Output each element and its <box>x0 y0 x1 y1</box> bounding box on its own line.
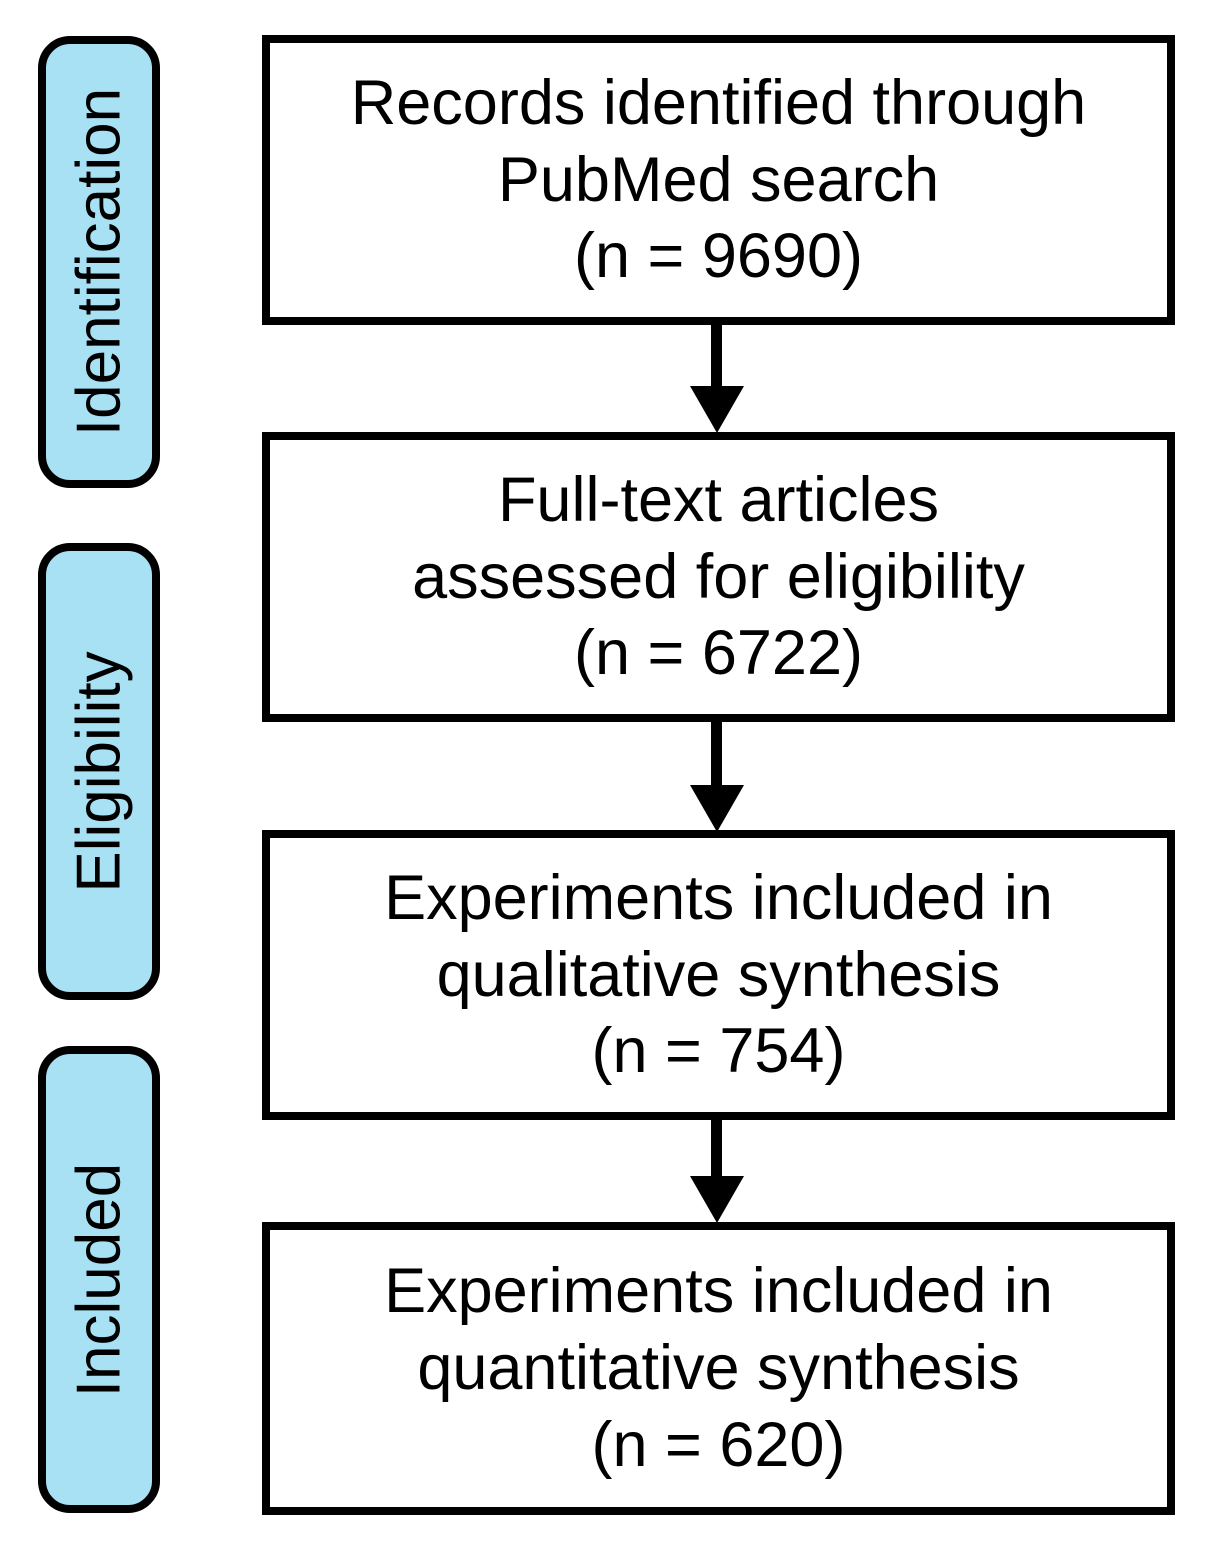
down-arrow-1-stem <box>711 323 722 389</box>
box-quantitative-synthesis-line-2: quantitative synthesis <box>417 1333 1020 1404</box>
down-arrow-2-icon <box>690 785 744 832</box>
box-records-identified: Records identified through PubMed search… <box>262 35 1175 325</box>
down-arrow-3-icon <box>690 1176 744 1223</box>
box-records-identified-line-2: PubMed search <box>497 144 940 215</box>
box-quantitative-synthesis: Experiments included in quantitative syn… <box>262 1222 1175 1515</box>
box-quantitative-synthesis-count: (n = 620) <box>591 1409 846 1480</box>
box-qualitative-synthesis-count: (n = 754) <box>591 1016 846 1087</box>
box-fulltext-assessed: Full-text articles assessed for eligibil… <box>262 432 1175 722</box>
stage-included-label: Included <box>64 1162 134 1397</box>
box-quantitative-synthesis-line-1: Experiments included in <box>384 1256 1053 1327</box>
down-arrow-3-stem <box>711 1118 722 1180</box>
down-arrow-1-icon <box>690 386 744 433</box>
down-arrow-2-stem <box>711 720 722 787</box>
box-qualitative-synthesis-line-1: Experiments included in <box>384 862 1053 933</box>
box-records-identified-count: (n = 9690) <box>574 221 863 292</box>
box-qualitative-synthesis: Experiments included in qualitative synt… <box>262 830 1175 1120</box>
stage-identification-label: Identification <box>64 87 134 437</box>
box-fulltext-assessed-count: (n = 6722) <box>574 618 863 689</box>
stage-identification: Identification <box>38 36 160 488</box>
stage-eligibility-label: Eligibility <box>64 650 134 893</box>
stage-eligibility: Eligibility <box>38 543 160 1000</box>
box-fulltext-assessed-line-1: Full-text articles <box>497 464 940 535</box>
box-fulltext-assessed-line-2: assessed for eligibility <box>412 541 1025 612</box>
box-records-identified-line-1: Records identified through <box>350 67 1087 138</box>
stage-included: Included <box>38 1046 160 1513</box>
box-qualitative-synthesis-line-2: qualitative synthesis <box>436 939 1001 1010</box>
